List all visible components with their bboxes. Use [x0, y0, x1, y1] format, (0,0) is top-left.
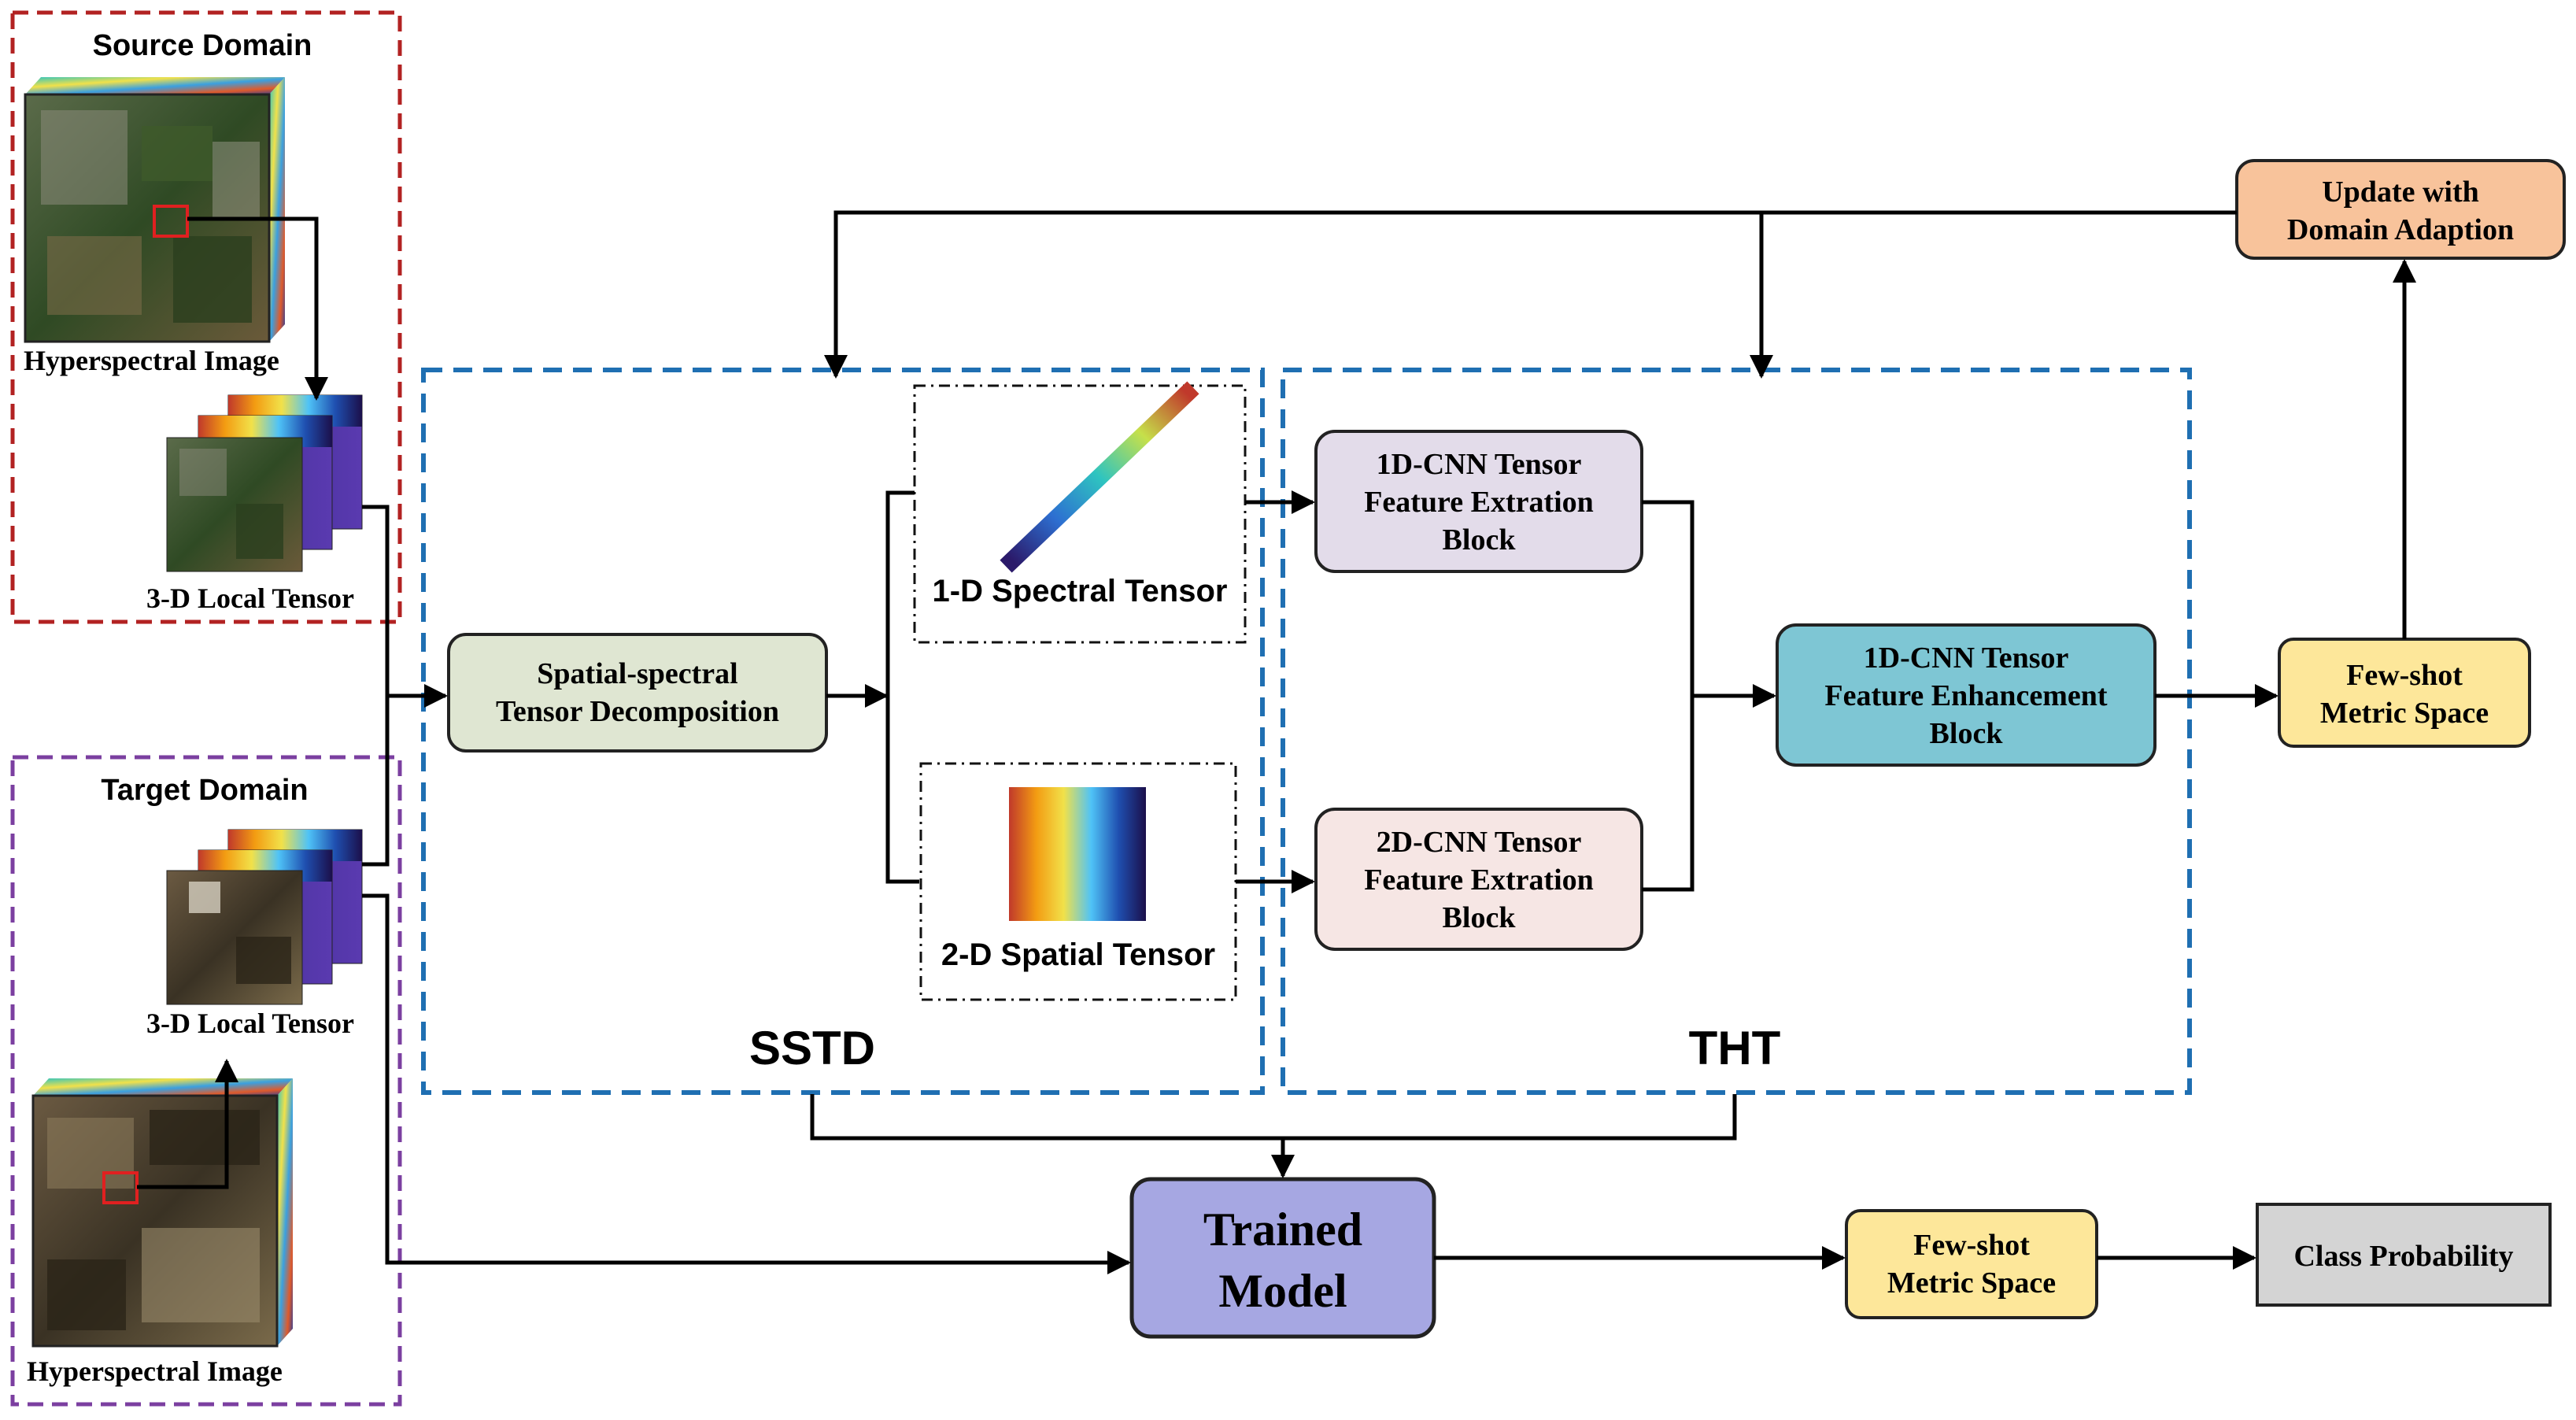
block-2d-line-1: 2D-CNN Tensor	[1377, 826, 1582, 859]
few-shot-bottom-line-2: Metric Space	[1887, 1267, 2056, 1300]
source-image-label: Hyperspectral Image	[24, 345, 279, 376]
tht-title: THT	[1689, 1022, 1781, 1074]
block-2d-line-2: Feature Extration	[1364, 863, 1594, 897]
source-patch-arrow	[187, 216, 328, 401]
source-domain-panel: Source Domain Hyperspectral Image 3-D Lo…	[10, 10, 402, 624]
few-shot-top-line-2: Metric Space	[2320, 697, 2489, 730]
class-probability-box	[2256, 1203, 2552, 1307]
few-shot-bottom-line-1: Few-shot	[1913, 1229, 2030, 1262]
sstd-module: SSTD Spatial-spectral Tensor Decompositi…	[421, 368, 1265, 1095]
few-shot-top-box	[2278, 638, 2531, 748]
spectral-tensor-box	[913, 384, 1247, 644]
sstd-title: SSTD	[749, 1022, 875, 1074]
target-domain-panel: Target Domain 3-D Local Tensor Hyperspec…	[10, 755, 402, 1407]
target-domain-title: Target Domain	[101, 774, 308, 807]
source-domain-border	[10, 10, 402, 624]
source-domain-title: Source Domain	[93, 29, 312, 62]
modules-to-trained	[810, 1094, 1737, 1141]
few-shot-top-line-1: Few-shot	[2346, 659, 2463, 692]
few-shot-bottom-box	[1845, 1209, 2098, 1319]
source-local-tensor	[166, 394, 363, 572]
branch-split	[885, 490, 919, 884]
target-image-label: Hyperspectral Image	[27, 1355, 283, 1387]
source-tensor-to-merge	[362, 505, 390, 696]
trained-model-line-1: Trained	[1203, 1204, 1362, 1255]
decomposition-box	[447, 633, 828, 753]
enhancement-line-3: Block	[1930, 717, 2004, 750]
decomposition-line-1: Spatial-spectral	[537, 657, 737, 690]
enhancement-line-1: 1D-CNN Tensor	[1864, 642, 2069, 675]
tht-module: THT 1D-CNN Tensor Feature Extration Bloc…	[1281, 368, 2192, 1095]
update-line-2: Domain Adaption	[2287, 213, 2514, 246]
spectral-tensor-bar	[1000, 381, 1199, 573]
block-1d-line-1: 1D-CNN Tensor	[1377, 448, 1582, 481]
target-to-trained-arrow	[362, 893, 1131, 1274]
source-tensor-label: 3-D Local Tensor	[146, 582, 354, 614]
connectors	[137, 210, 2416, 1274]
trained-model-line-2: Model	[1218, 1265, 1347, 1317]
update-feedback-line	[824, 210, 2237, 379]
target-domain-border	[10, 755, 402, 1407]
spectral-tensor-label: 1-D Spectral Tensor	[933, 574, 1228, 608]
spatial-tensor-square	[1009, 787, 1146, 921]
tht-border	[1281, 368, 2192, 1095]
enhancement-line-2: Feature Enhancement	[1824, 679, 2108, 712]
block-2d-box	[1314, 808, 1643, 951]
block-1d-out	[1642, 500, 1695, 892]
block-1d-line-3: Block	[1443, 523, 1517, 557]
target-tensor-label: 3-D Local Tensor	[146, 1008, 354, 1039]
source-hyperspectral-cube	[24, 77, 285, 343]
class-probability-label: Class Probability	[2293, 1240, 2513, 1273]
update-line-1: Update with	[2322, 176, 2479, 209]
block-1d-line-2: Feature Extration	[1364, 486, 1594, 519]
decomposition-line-2: Tensor Decomposition	[496, 695, 779, 728]
update-box	[2235, 159, 2566, 260]
target-tensor-to-merge	[362, 696, 390, 867]
target-hyperspectral-cube	[31, 1078, 293, 1348]
source-patch-marker	[153, 205, 189, 238]
block-2d-line-3: Block	[1443, 901, 1517, 934]
target-patch-arrow	[137, 1059, 238, 1189]
spatial-tensor-label: 2-D Spatial Tensor	[941, 937, 1215, 972]
target-local-tensor	[166, 829, 363, 1005]
